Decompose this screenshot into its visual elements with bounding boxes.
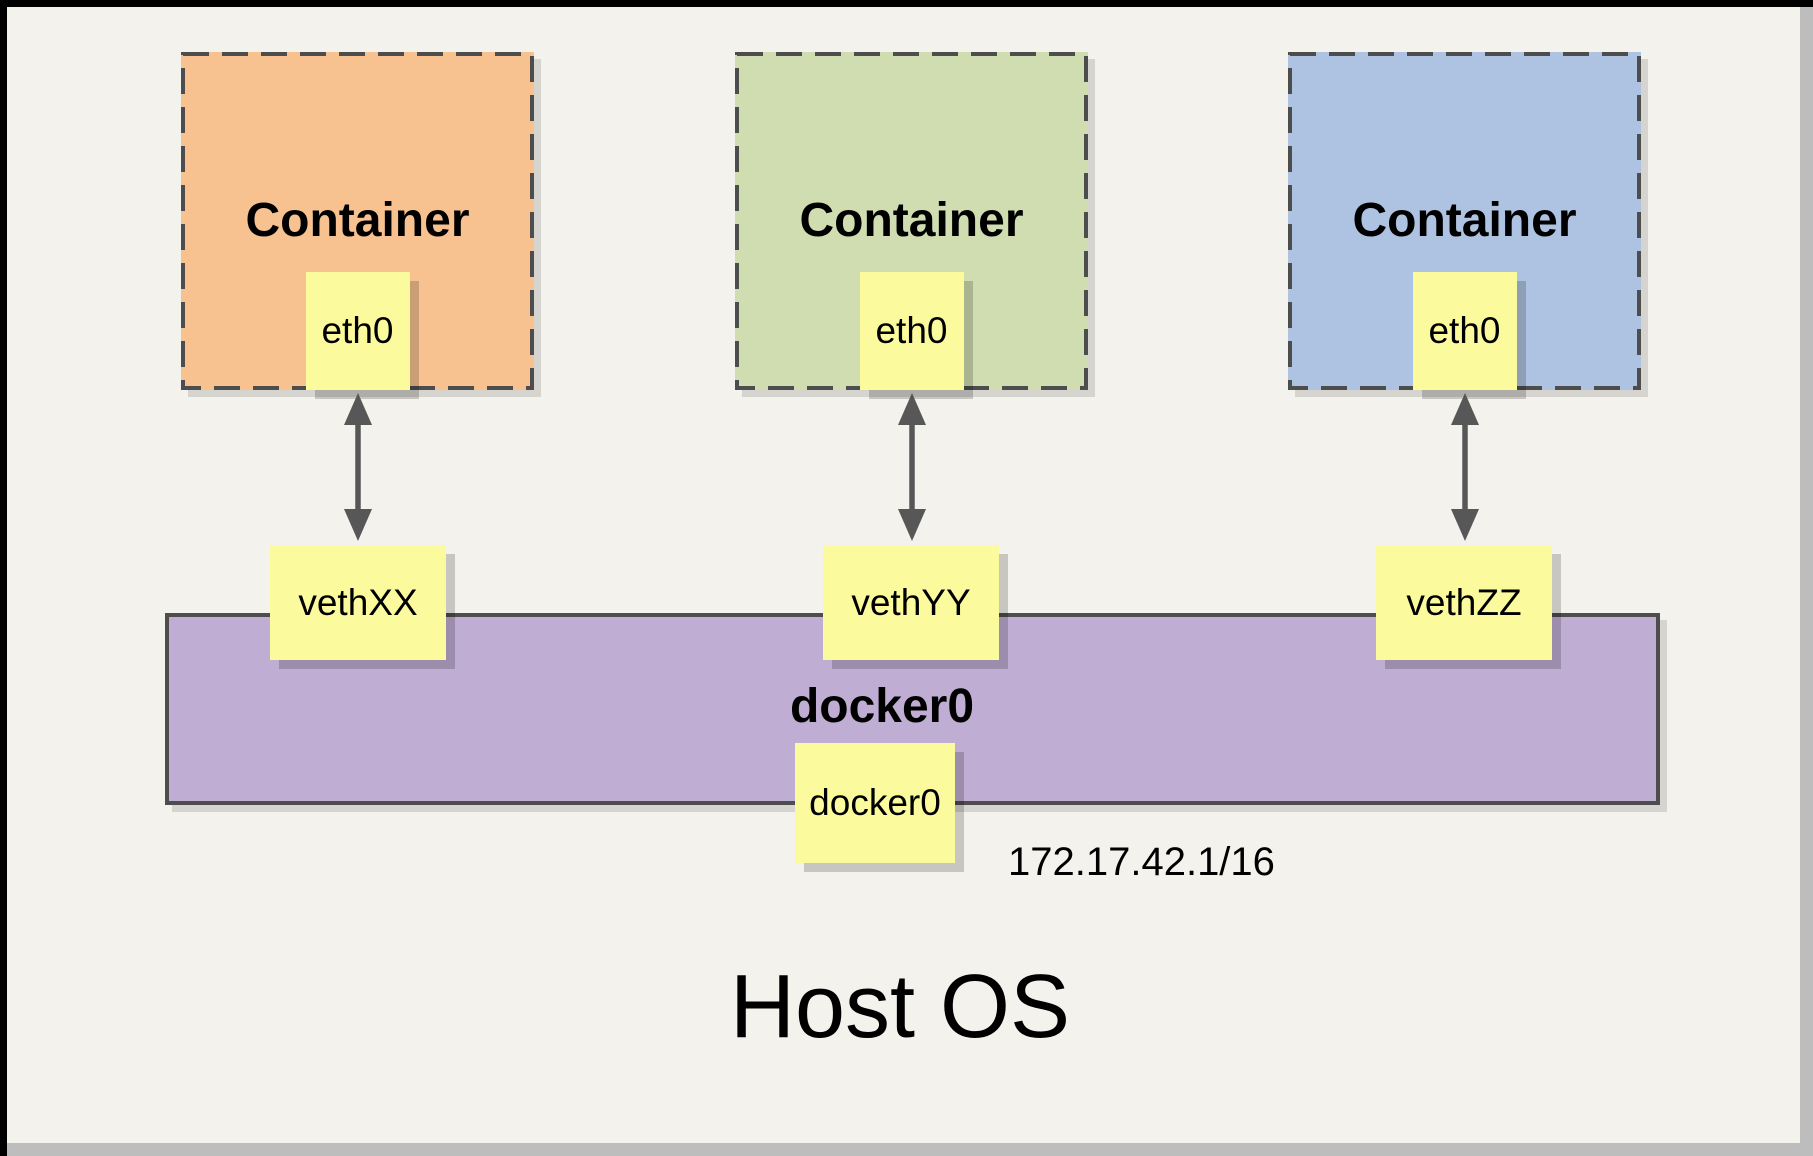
container-box-3: Container eth0 <box>1288 52 1641 390</box>
eth0-interface-box-3: eth0 <box>1412 272 1517 390</box>
dashed-border-1 <box>181 52 534 390</box>
bidirectional-arrow-icon-2 <box>898 393 926 541</box>
docker0-interface-box: docker0 <box>795 743 955 863</box>
container-box-2: Container eth0 <box>735 52 1088 390</box>
container-label-2: Container <box>799 194 1024 247</box>
vethXX-interface-box: vethXX <box>270 545 446 660</box>
frame-border-top <box>0 0 1813 7</box>
container-label-3: Container <box>1352 194 1577 247</box>
eth0-interface-box-1: eth0 <box>305 272 410 390</box>
dashed-border-2 <box>735 52 1088 390</box>
container-label-1: Container <box>245 194 470 247</box>
frame-border-left <box>0 0 7 1156</box>
docker0-bridge-label: docker0 <box>789 680 975 733</box>
bidirectional-arrow-icon-1 <box>344 393 372 541</box>
dashed-border-3 <box>1288 52 1641 390</box>
host-os-label: Host OS <box>729 957 1071 1057</box>
container-box-1: Container eth0 <box>181 52 534 390</box>
vethZZ-interface-box: vethZZ <box>1376 545 1552 660</box>
vethYY-interface-box: vethYY <box>823 545 999 660</box>
bridge-ip-address: 172.17.42.1/16 <box>1008 840 1275 884</box>
bidirectional-arrow-icon-3 <box>1451 393 1479 541</box>
eth0-interface-box-2: eth0 <box>859 272 964 390</box>
